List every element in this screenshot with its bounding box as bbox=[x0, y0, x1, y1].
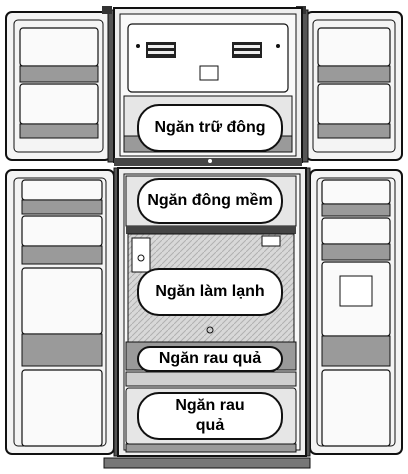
label-soft-freeze: Ngăn đông mềm bbox=[137, 178, 283, 224]
label-freezer: Ngăn trữ đông bbox=[137, 104, 283, 152]
label-veg-drawer-1: Ngăn rau quả bbox=[137, 346, 283, 372]
label-soft-freeze-text: Ngăn đông mềm bbox=[147, 192, 273, 209]
label-veg-drawer-2-text: Ngăn rau quả bbox=[175, 397, 245, 434]
left-lower-door bbox=[5, 167, 123, 457]
right-upper-door bbox=[296, 6, 403, 163]
label-freezer-text: Ngăn trữ đông bbox=[154, 119, 266, 136]
label-fridge-text: Ngăn làm lạnh bbox=[155, 283, 265, 300]
label-veg-drawer-2: Ngăn rau quả bbox=[137, 392, 283, 440]
label-veg-drawer-1-text: Ngăn rau quả bbox=[158, 350, 262, 367]
right-lower-door bbox=[301, 167, 403, 457]
left-upper-door bbox=[5, 6, 117, 163]
label-fridge: Ngăn làm lạnh bbox=[137, 268, 283, 316]
base-strip bbox=[103, 457, 311, 469]
